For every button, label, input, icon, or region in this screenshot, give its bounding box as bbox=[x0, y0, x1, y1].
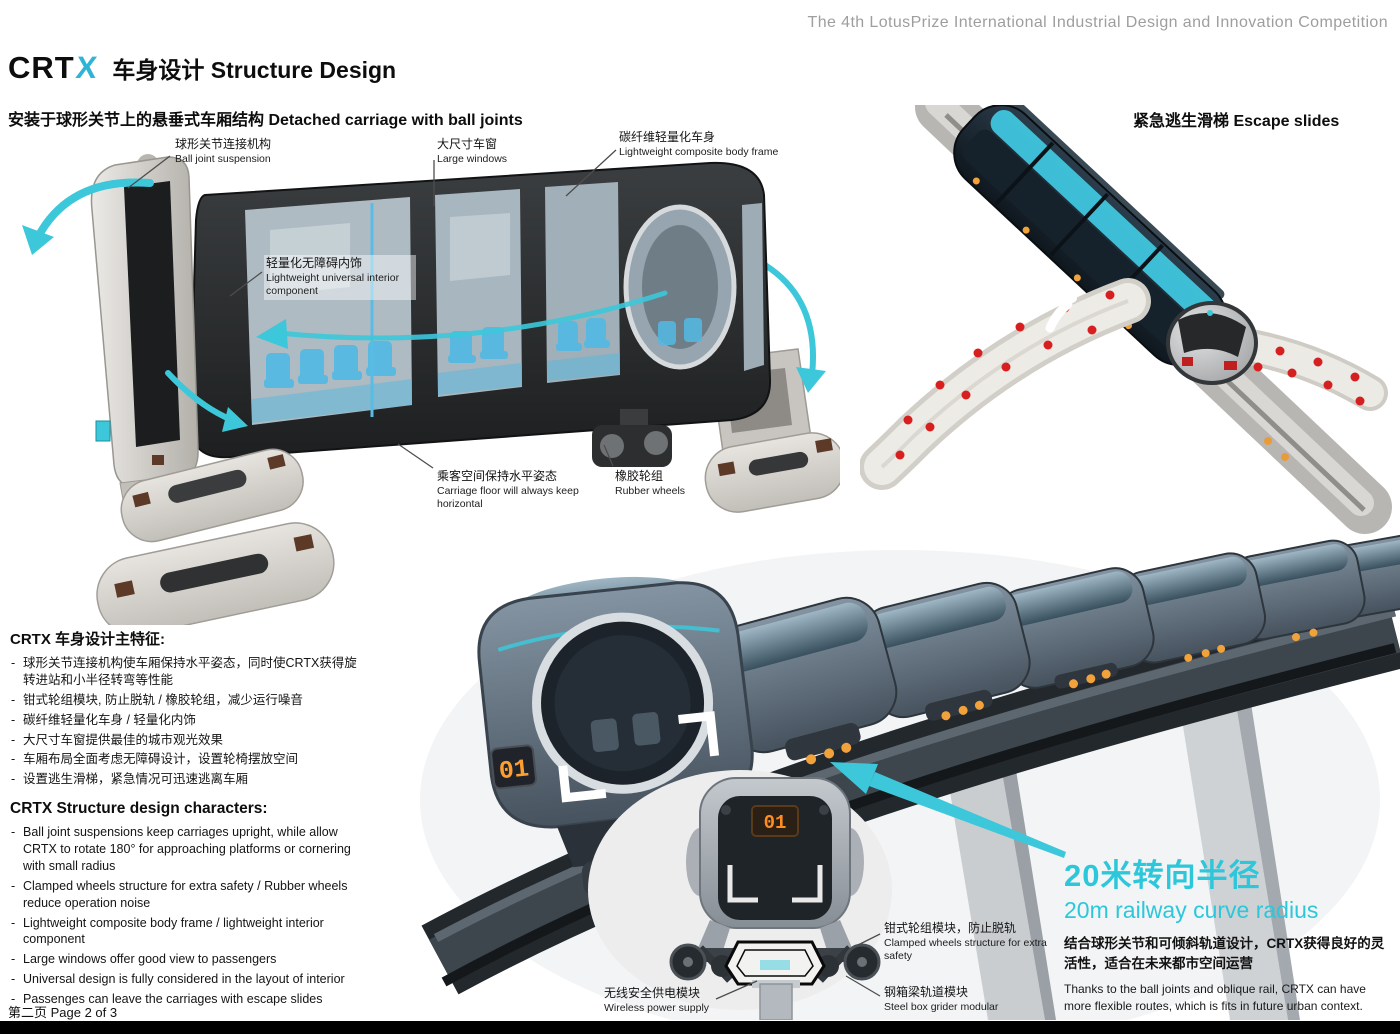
feature-item: Passenges can leave the carriages with e… bbox=[10, 991, 368, 1008]
callout-floor: 乘客空间保持水平姿态 Carriage floor will always ke… bbox=[437, 469, 579, 511]
callout-wireless-power: 无线安全供电模块 Wireless power supply bbox=[604, 986, 710, 1014]
feature-item: 钳式轮组模块, 防止脱轨 / 橡胶轮组，减少运行噪音 bbox=[10, 692, 368, 709]
feature-item: 球形关节连接机构使车厢保持水平姿态，同时使CRTX获得旋转进站和小半径转弯等性能 bbox=[10, 655, 368, 689]
curve-train-illustration: 01 bbox=[420, 532, 1400, 1020]
section-title-escape: 紧急逃生滑梯 Escape slides bbox=[1133, 113, 1340, 130]
curve-radius-zh: 20米转向半径 bbox=[1064, 858, 1261, 893]
features-section: CRTX 车身设计主特征: 球形关节连接机构使车厢保持水平姿态，同时使CRTX获… bbox=[10, 628, 368, 1011]
train-head bbox=[1166, 301, 1258, 385]
feature-item: Ball joint suspensions keep carriages up… bbox=[10, 824, 368, 875]
feature-item: 设置逃生滑梯，紧急情况可迅速逃离车厢 bbox=[10, 771, 368, 788]
train-number-display-small: 01 bbox=[764, 812, 787, 834]
curve-radius-desc-zh: 结合球形关节和可倾斜轨道设计，CRTX获得良好的灵活性，适合在未来都市空间运营 bbox=[1064, 936, 1385, 972]
callout-rubber-wheels: 橡胶轮组 Rubber wheels bbox=[615, 469, 686, 497]
wheel-rail-cutaway-illustration: 01 bbox=[588, 770, 892, 1020]
features-zh-title: CRTX 车身设计主特征: bbox=[10, 631, 165, 648]
curve-radius-section: 20米转向半径 20m railway curve radius 结合球形关节和… bbox=[1064, 850, 1396, 1015]
escape-slides-illustration bbox=[860, 105, 1392, 534]
section-title-carriage: 安装于球形关节上的悬垂式车厢结构 Detached carriage with … bbox=[8, 112, 523, 129]
feature-item: 大尺寸车窗提供最佳的城市观光效果 bbox=[10, 732, 368, 749]
logo-crt: CRT bbox=[8, 50, 75, 85]
ball-joint-ring-opening bbox=[623, 204, 737, 370]
callout-interior: 轻量化无障碍内饰 Lightweight universal interior … bbox=[264, 255, 416, 300]
carbon-body-frame bbox=[188, 161, 772, 459]
curve-radius-en: 20m railway curve radius bbox=[1064, 897, 1319, 923]
rotation-arrow-right-head bbox=[796, 367, 826, 393]
feature-item: Lightweight composite body frame / light… bbox=[10, 915, 368, 949]
wireless-power-module bbox=[760, 960, 790, 970]
carriage-front-cutaway: 01 bbox=[686, 777, 864, 929]
rotation-arrow-right bbox=[762, 262, 816, 378]
callout-body-frame: 碳纤维轻量化车身 Lightweight composite body fram… bbox=[619, 130, 779, 158]
callout-steel-box: 钢箱梁轨道模块 Steel box grider modular bbox=[884, 985, 999, 1013]
cyan-actuator bbox=[95, 420, 111, 442]
steel-box-girder bbox=[724, 940, 826, 986]
page-title: 车身设计 Structure Design bbox=[112, 57, 397, 83]
number-panel bbox=[490, 744, 537, 790]
competition-title: The 4th LotusPrize International Industr… bbox=[807, 14, 1388, 31]
right-wheel-pod bbox=[704, 432, 840, 513]
features-zh-list: 球形关节连接机构使车厢保持水平姿态，同时使CRTX获得旋转进站和小半径转弯等性能… bbox=[10, 655, 368, 788]
feature-item: 碳纤维轻量化车身 / 轻量化内饰 bbox=[10, 712, 368, 729]
person-figure bbox=[1045, 293, 1077, 333]
curve-radius-desc-en: Thanks to the ball joints and oblique ra… bbox=[1064, 981, 1366, 1013]
rubber-wheel-pods bbox=[96, 448, 335, 625]
page-number: 第二页 Page 2 of 3 bbox=[8, 1005, 118, 1020]
feature-item: Universal design is fully considered in … bbox=[10, 971, 368, 988]
feature-item: Clamped wheels structure for extra safet… bbox=[10, 878, 368, 912]
support-pillars bbox=[948, 684, 1300, 1020]
bottom-black-bar bbox=[0, 1021, 1400, 1034]
logo-x-mark: X bbox=[73, 50, 99, 85]
carriage-structure-illustration bbox=[22, 154, 840, 625]
escape-slide-main bbox=[860, 278, 1151, 490]
rail-pillar bbox=[752, 980, 800, 1020]
pointer-arrow bbox=[830, 762, 1066, 858]
callout-clamped-wheels: 钳式轮组模块，防止脱轨 Clamped wheels structure for… bbox=[884, 921, 1047, 963]
feature-item: 车厢布局全面考虑无障碍设计，设置轮椅摆放空间 bbox=[10, 751, 368, 768]
features-en-list: Ball joint suspensions keep carriages up… bbox=[10, 824, 368, 1008]
train-segments: 01 bbox=[477, 532, 1400, 907]
features-en-title: CRTX Structure design characters: bbox=[10, 800, 268, 818]
train-number-display: 01 bbox=[498, 754, 531, 786]
feature-item: Large windows offer good view to passeng… bbox=[10, 951, 368, 968]
callout-ball-joint: 球形关节连接机构 Ball joint suspension bbox=[175, 137, 272, 165]
interior-seats bbox=[264, 318, 610, 388]
callout-large-windows: 大尺寸车窗 Large windows bbox=[437, 137, 508, 165]
